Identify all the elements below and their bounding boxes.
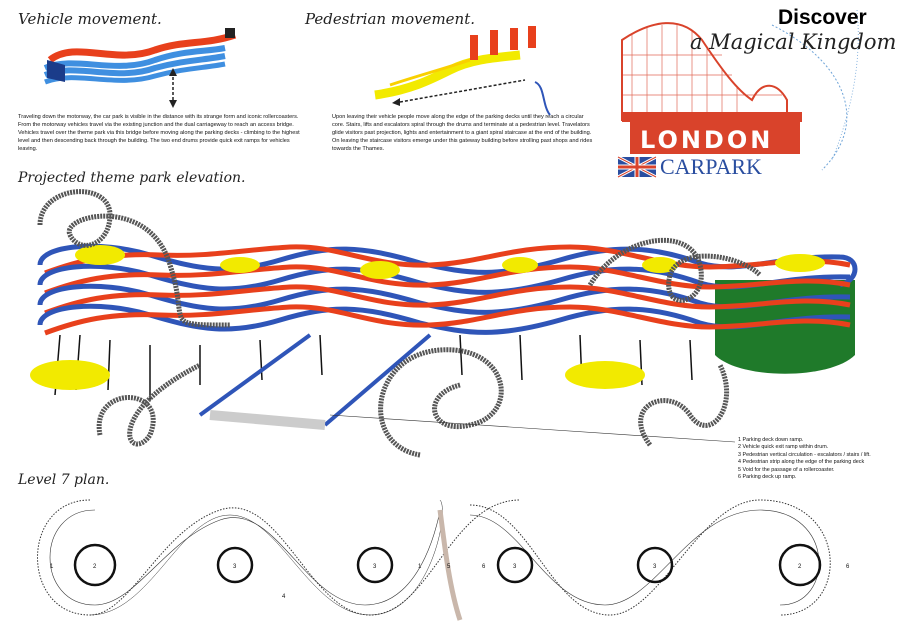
- plan-label: 3: [373, 564, 377, 570]
- pedestrian-route-arrow: [399, 79, 526, 103]
- union-jack-icon: [617, 155, 657, 179]
- legend: 1 Parking deck down ramp. 2 Vehicle quic…: [738, 437, 871, 481]
- logo-tagline: a Magical Kingdom: [690, 30, 897, 54]
- theme-park-elevation: [30, 189, 858, 458]
- pedestrian-movement-text: Upon leaving their vehicle people move a…: [332, 114, 593, 152]
- rollercoasters: [37, 189, 762, 458]
- legend-item: 1 Parking deck down ramp.: [738, 437, 804, 443]
- pedestrian-movement-title: Pedestrian movement.: [305, 10, 476, 28]
- rollercoaster-logo-graphic: [617, 9, 859, 179]
- legend-item: 2 Vehicle quick exit ramp within drum.: [738, 444, 829, 451]
- legend-item: 4 Pedestrian strip along the edge of the…: [738, 459, 865, 466]
- plan-label: 4: [282, 594, 286, 600]
- plan-label: 3: [653, 564, 657, 570]
- vehicle-movement-title: Vehicle movement.: [18, 10, 162, 28]
- plan-label: 3: [233, 564, 237, 570]
- london-carpark-logo: Discover a Magical Kingdom LONDON CARPAR…: [612, 0, 900, 180]
- level-7-plan: 1 2 3 3 1 5 6 3 3 2 6 4: [37, 499, 850, 621]
- plan-label: 5: [447, 564, 451, 570]
- logo-carpark: CARPARK: [660, 154, 762, 179]
- access-bridge: [198, 333, 432, 430]
- yellow-drums-top: [75, 245, 825, 279]
- vehicle-route-arrow: [169, 68, 177, 108]
- plan-label: 2: [93, 564, 97, 570]
- legend-item: 6 Parking deck up ramp.: [738, 474, 797, 481]
- plan-label: 1: [50, 564, 54, 570]
- legend-item: 5 Void for the passage of a rollercoaste…: [738, 466, 835, 473]
- plan-label: 3: [513, 564, 517, 570]
- plan-title: Level 7 plan.: [18, 472, 110, 488]
- plan-label: 6: [846, 564, 850, 570]
- elevation-title: Projected theme park elevation.: [18, 170, 246, 186]
- discover-heading: Discover: [778, 6, 867, 29]
- legend-leader-line: [329, 414, 736, 443]
- yellow-drum-left: [30, 360, 110, 390]
- vehicle-movement-sketch: [43, 28, 237, 108]
- plan-label: 6: [482, 564, 486, 570]
- plan-drums: [73, 543, 822, 587]
- vehicle-movement-text: Traveling down the motorway, the car par…: [18, 114, 300, 152]
- legend-item: 3 Pedestrian vertical circulation - esca…: [738, 451, 871, 458]
- drum-red: [470, 35, 478, 60]
- pedestrian-movement-sketch: [374, 26, 551, 116]
- plan-label: 2: [798, 564, 802, 570]
- vehicle-deck-stack: [43, 28, 237, 85]
- plan-label: 1: [418, 564, 422, 570]
- logo-london: LONDON: [640, 126, 774, 154]
